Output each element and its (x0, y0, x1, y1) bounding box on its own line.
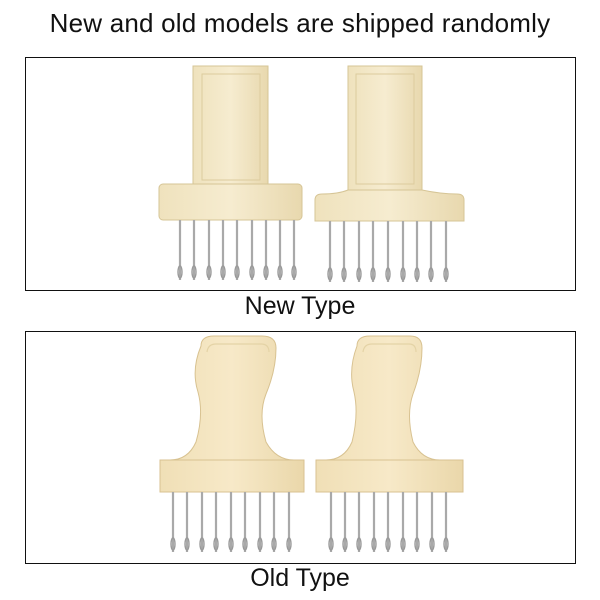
headline: New and old models are shipped randomly (49, 8, 551, 38)
old-type-tools-illustration (159, 335, 464, 552)
new-type-panel (25, 57, 576, 291)
new-type-tool-left (158, 65, 303, 280)
old-type-caption: Old Type (250, 564, 350, 592)
old-type-tool-left (159, 335, 305, 552)
old-type-tool-right (315, 335, 464, 552)
new-type-caption: New Type (244, 292, 356, 320)
old-type-panel (25, 331, 576, 564)
new-type-tools-illustration (158, 65, 465, 282)
new-type-tool-right (314, 65, 465, 282)
